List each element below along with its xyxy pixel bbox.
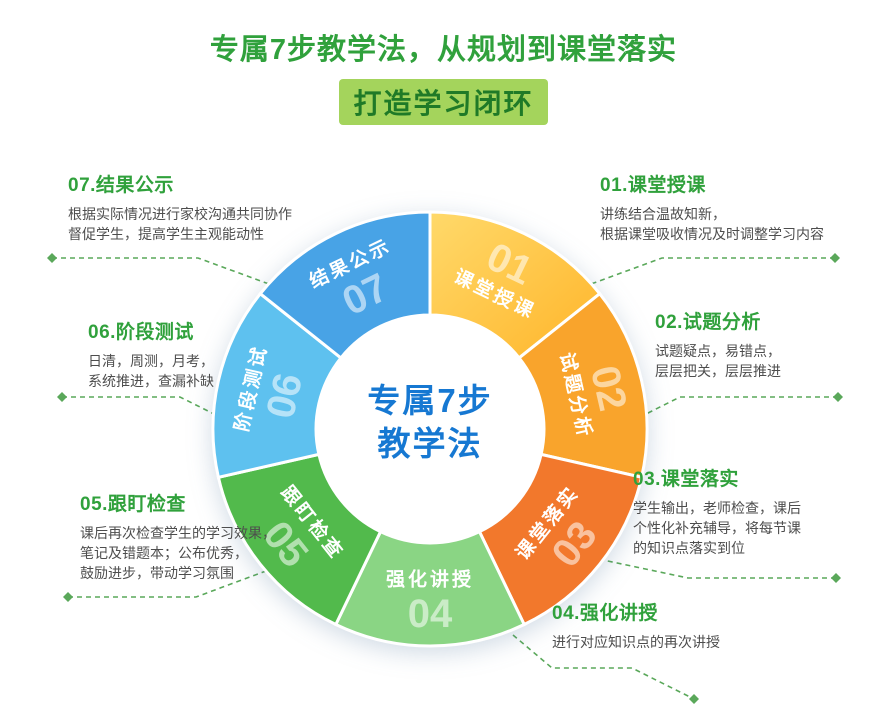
wheel-center-line1: 专属7步: [367, 382, 492, 419]
callout-01: 01.课堂授课 讲练结合温故知新， 根据课堂吸收情况及时调整学习内容: [600, 170, 824, 244]
callout-title: 04.强化讲授: [552, 603, 658, 624]
wheel-center-circle: [315, 314, 545, 544]
callout-line: 笔记及错题本；公布优秀，: [80, 545, 248, 561]
connector-03: [602, 559, 836, 579]
connector-diamond-01: [830, 253, 840, 263]
callout-03: 03.课堂落实 学生输出，老师检查，课后 个性化补充辅导，将每节课 的知识点落实…: [633, 464, 801, 558]
callout-06: 06.阶段测试 日清，周测，月考， 系统推进，查漏补缺: [88, 317, 214, 391]
callout-05: 05.跟盯检查 课后再次检查学生的学习效果， 笔记及错题本；公布优秀， 鼓励进步…: [80, 489, 276, 583]
callout-title: 05.跟盯检查: [80, 494, 186, 515]
callout-line: 个性化补充辅导，将每节课: [633, 520, 801, 536]
callout-02: 02.试题分析 试题疑点，易错点， 层层把关，层层推进: [655, 307, 781, 381]
connector-02: [645, 396, 838, 415]
connector-lines: [47, 253, 843, 704]
header: 专属7步教学法，从规划到课堂落实 打造学习闭环: [0, 26, 887, 125]
callout-line: 讲练结合温故知新，: [600, 206, 726, 222]
callout-line: 进行对应知识点的再次讲授: [552, 634, 720, 650]
connector-diamond-05: [63, 592, 73, 602]
teaching-wheel: 01课堂授课02试题分析03课堂落实04强化讲授05跟盯检查06阶段测试07结果…: [211, 210, 649, 648]
callout-line: 日清，周测，月考，: [88, 353, 214, 369]
connector-diamond-07: [47, 253, 57, 263]
callout-title: 02.试题分析: [655, 312, 761, 333]
callout-line: 系统推进，查漏补缺: [88, 373, 214, 389]
connector-05: [68, 570, 267, 598]
subtitle-wrap: 打造学习闭环: [0, 79, 887, 125]
callout-line: 根据课堂吸收情况及时调整学习内容: [600, 226, 824, 242]
page-subtitle: 打造学习闭环: [339, 79, 548, 125]
callout-title: 06.阶段测试: [88, 322, 194, 343]
segment-number-04: 04: [408, 592, 453, 636]
callout-line: 的知识点落实到位: [633, 540, 745, 556]
segment-label-04: 强化讲授: [386, 568, 474, 591]
connector-diamond-06: [57, 392, 67, 402]
page-title: 专属7步教学法，从规划到课堂落实: [209, 34, 678, 66]
connector-diamond-04: [689, 694, 699, 704]
callout-04: 04.强化讲授 进行对应知识点的再次讲授: [552, 598, 720, 652]
segment-number-02: 02: [582, 362, 635, 415]
connector-diamond-02: [833, 392, 843, 402]
wheel-segments: 01课堂授课02试题分析03课堂落实04强化讲授05跟盯检查06阶段测试07结果…: [211, 210, 649, 648]
segment-number-06: 06: [258, 369, 311, 422]
callout-title: 03.课堂落实: [633, 469, 739, 490]
connector-04: [512, 634, 695, 700]
callout-line: 根据实际情况进行家校沟通共同协作: [68, 206, 292, 222]
connector-06: [62, 396, 215, 415]
connector-diamond-03: [831, 573, 841, 583]
callout-line: 层层把关，层层推进: [655, 363, 781, 379]
callout-line: 督促学生，提高学生主观能动性: [68, 226, 264, 242]
callout-title: 01.课堂授课: [600, 175, 706, 196]
callout-line: 试题疑点，易错点，: [655, 343, 781, 359]
callout-line: 鼓励进步，带动学习氛围: [80, 565, 234, 581]
callout-line: 课后再次检查学生的学习效果，: [80, 525, 276, 541]
wheel-center-line2: 教学法: [378, 425, 483, 462]
callout-line: 学生输出，老师检查，课后: [633, 500, 801, 516]
callout-07: 07.结果公示 根据实际情况进行家校沟通共同协作 督促学生，提高学生主观能动性: [68, 170, 292, 244]
connector-01: [590, 257, 835, 285]
connector-07: [52, 257, 270, 285]
callout-title: 07.结果公示: [68, 175, 174, 196]
